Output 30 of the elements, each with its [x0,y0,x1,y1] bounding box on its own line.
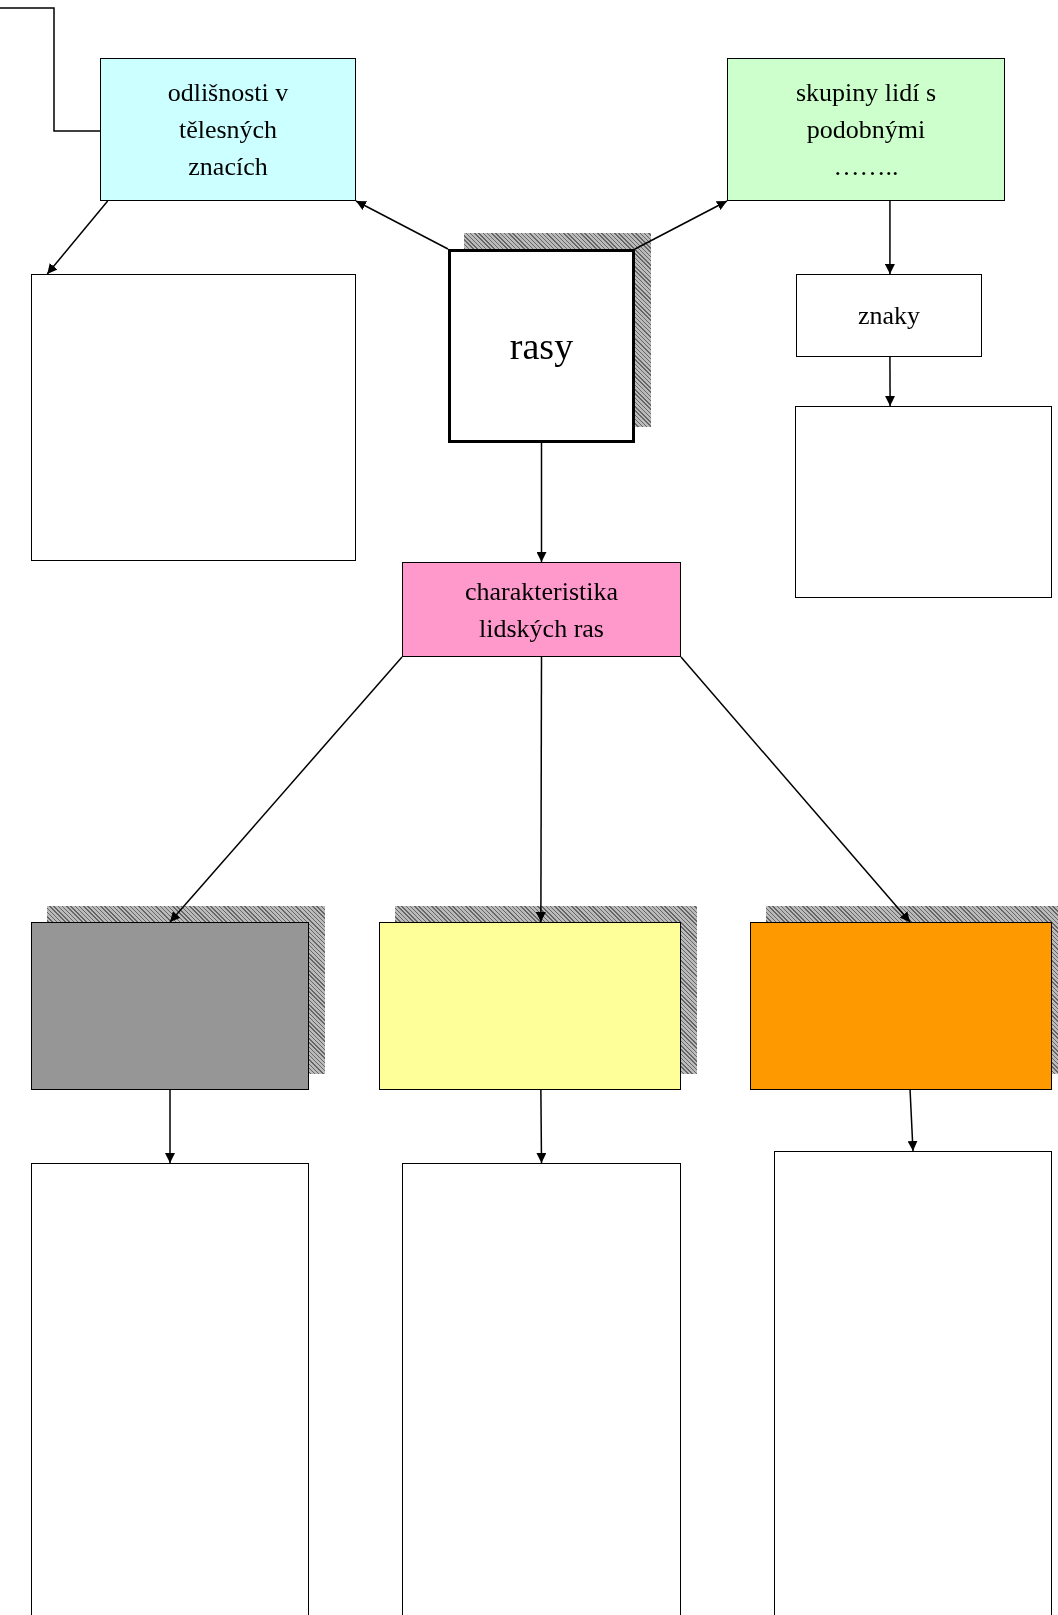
node-label: odlišnosti v tělesných znacích [166,77,290,183]
concept-box [100,58,356,201]
arrow [169,656,403,923]
arrow [680,656,911,923]
arrow [884,200,895,275]
arrow [634,200,728,250]
blank-colored-box [750,922,1052,1090]
arrow [907,1089,918,1152]
node-label: znaky [857,300,921,332]
arrow [46,200,109,275]
node-label: rasy [509,323,574,369]
concept-box [402,562,681,657]
blank-colored-box [31,922,309,1090]
node-label: charakteristika lidských ras [464,575,619,645]
blank-answer-box [31,1163,309,1615]
concept-box [796,274,982,357]
arrow [535,656,546,923]
blank-answer-box [402,1163,681,1615]
blank-colored-box [379,922,681,1090]
blank-answer-box [31,274,356,561]
blank-answer-box [774,1151,1052,1615]
central-box [448,249,635,443]
concept-box [727,58,1005,201]
node-label: skupiny lidí s podobnými …….. [794,77,938,183]
arrow [536,1089,547,1164]
arrow [165,1089,175,1164]
arrow [355,200,449,250]
blank-answer-box [795,406,1052,598]
arrow [536,442,547,563]
arrow [885,356,896,407]
